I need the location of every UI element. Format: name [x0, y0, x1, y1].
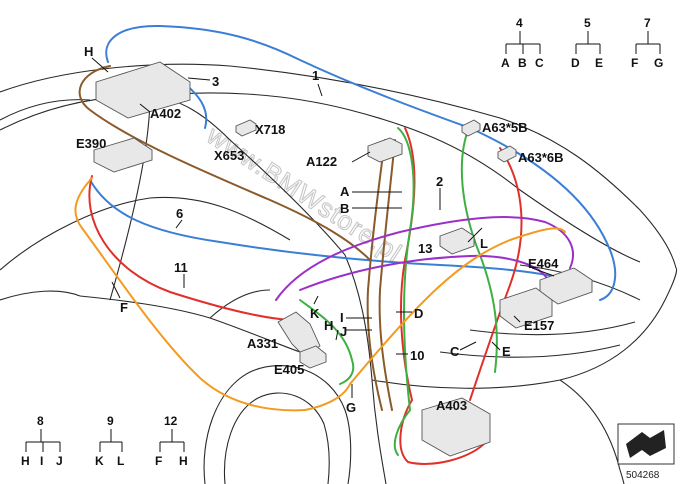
callout-a: A [340, 184, 350, 199]
callout-h-top: H [84, 44, 93, 59]
wire-purple-1 [275, 216, 574, 301]
label-a63-5b: A63*5B [482, 120, 528, 135]
wire-red-3 [469, 147, 523, 401]
legend-7-letter-g: G [654, 56, 663, 70]
wire-brown-1 [78, 65, 371, 261]
callout-j: J [340, 324, 347, 339]
legend-group-9: 9 K L [95, 414, 124, 468]
legend-9-letter-k: K [95, 454, 104, 468]
callout-labels: 1 3 H 2 A B 6 13 L 11 F K I J H D 10 C E… [84, 44, 511, 415]
legend-7-number: 7 [644, 16, 651, 30]
component-labels: A402 X718 X653 E390 A122 A63*5B A63*6B E… [76, 106, 564, 413]
legend-8-letter-i: I [40, 454, 43, 468]
label-a63-6b: A63*6B [518, 150, 564, 165]
reference-number: 504268 [626, 470, 660, 481]
wire-brown-2 [366, 139, 386, 411]
legend-8-letter-h: H [21, 454, 30, 468]
legend-7-letter-f: F [631, 56, 638, 70]
module-a63-5b [461, 119, 481, 137]
callout-3: 3 [212, 74, 219, 89]
view-direction-icon [617, 423, 675, 465]
legend-group-4: 4 A B C [501, 16, 544, 70]
wire-green-3 [299, 299, 355, 385]
wire-harnesses [74, 24, 617, 465]
legend-12-letter-f: F [155, 454, 162, 468]
legend-8-number: 8 [37, 414, 44, 428]
label-a331: A331 [247, 336, 278, 351]
wire-green-1 [397, 127, 415, 411]
wire-green-4 [393, 409, 411, 456]
legend-group-8: 8 H I J [21, 414, 63, 468]
callout-2: 2 [436, 174, 443, 189]
leader-lines [91, 57, 555, 398]
wire-blue-2 [89, 179, 586, 286]
label-e157: E157 [524, 318, 554, 333]
legend-4-number: 4 [516, 16, 523, 30]
callout-13: 13 [418, 241, 432, 256]
callout-e: E [502, 344, 511, 359]
module-e390 [93, 137, 153, 173]
legend-group-12: 12 F H [155, 414, 188, 468]
callout-c: C [450, 344, 460, 359]
legend-group-5: 5 D E [571, 16, 603, 70]
legend-12-number: 12 [164, 414, 178, 428]
callout-h-mid: H [324, 318, 333, 333]
label-a402: A402 [150, 106, 181, 121]
legend-4-letter-c: C [535, 56, 544, 70]
label-x718: X718 [255, 122, 285, 137]
module-a63-6b [497, 145, 517, 163]
legend-12-letter-h: H [179, 454, 188, 468]
car-body-outline [0, 63, 678, 484]
legend-9-letter-l: L [117, 454, 124, 468]
legend-group-7: 7 F G [631, 16, 663, 70]
wire-orange-2 [349, 227, 566, 385]
legend-9-number: 9 [107, 414, 114, 428]
module-a402 [95, 61, 191, 119]
legend-8-letter-j: J [56, 454, 63, 468]
label-e405: E405 [274, 362, 304, 377]
components [93, 61, 593, 457]
module-e405 [299, 345, 327, 369]
callout-6: 6 [176, 206, 183, 221]
callout-10: 10 [410, 348, 424, 363]
legend-4-letter-a: A [501, 56, 510, 70]
legend-5-letter-d: D [571, 56, 580, 70]
wire-orange-3 [304, 383, 351, 411]
callout-l: L [480, 236, 488, 251]
label-e464: E464 [528, 256, 559, 271]
module-x718 [235, 119, 257, 137]
module-a403 [421, 397, 491, 457]
callout-f: F [120, 300, 128, 315]
legend-5-number: 5 [584, 16, 591, 30]
callout-i: I [340, 310, 344, 325]
module-13 [439, 227, 475, 255]
label-a403: A403 [436, 398, 467, 413]
callout-g: G [346, 400, 356, 415]
wire-blue-1 [105, 24, 617, 301]
legend-4-letter-b: B [518, 56, 527, 70]
callout-11: 11 [174, 260, 188, 275]
wire-brown-3 [378, 139, 396, 411]
label-e390: E390 [76, 136, 106, 151]
module-e157 [499, 287, 553, 329]
module-a331 [277, 311, 321, 357]
label-a122: A122 [306, 154, 337, 169]
legend-5-letter-e: E [595, 56, 603, 70]
callout-b: B [340, 201, 349, 216]
module-a122 [367, 137, 403, 163]
wire-purple-2 [299, 254, 549, 291]
callout-k: K [310, 306, 320, 321]
wire-orange-1 [74, 177, 306, 412]
wire-red-1 [88, 175, 291, 321]
callout-1: 1 [312, 68, 319, 83]
label-x653: X653 [214, 148, 244, 163]
callout-d: D [414, 306, 423, 321]
